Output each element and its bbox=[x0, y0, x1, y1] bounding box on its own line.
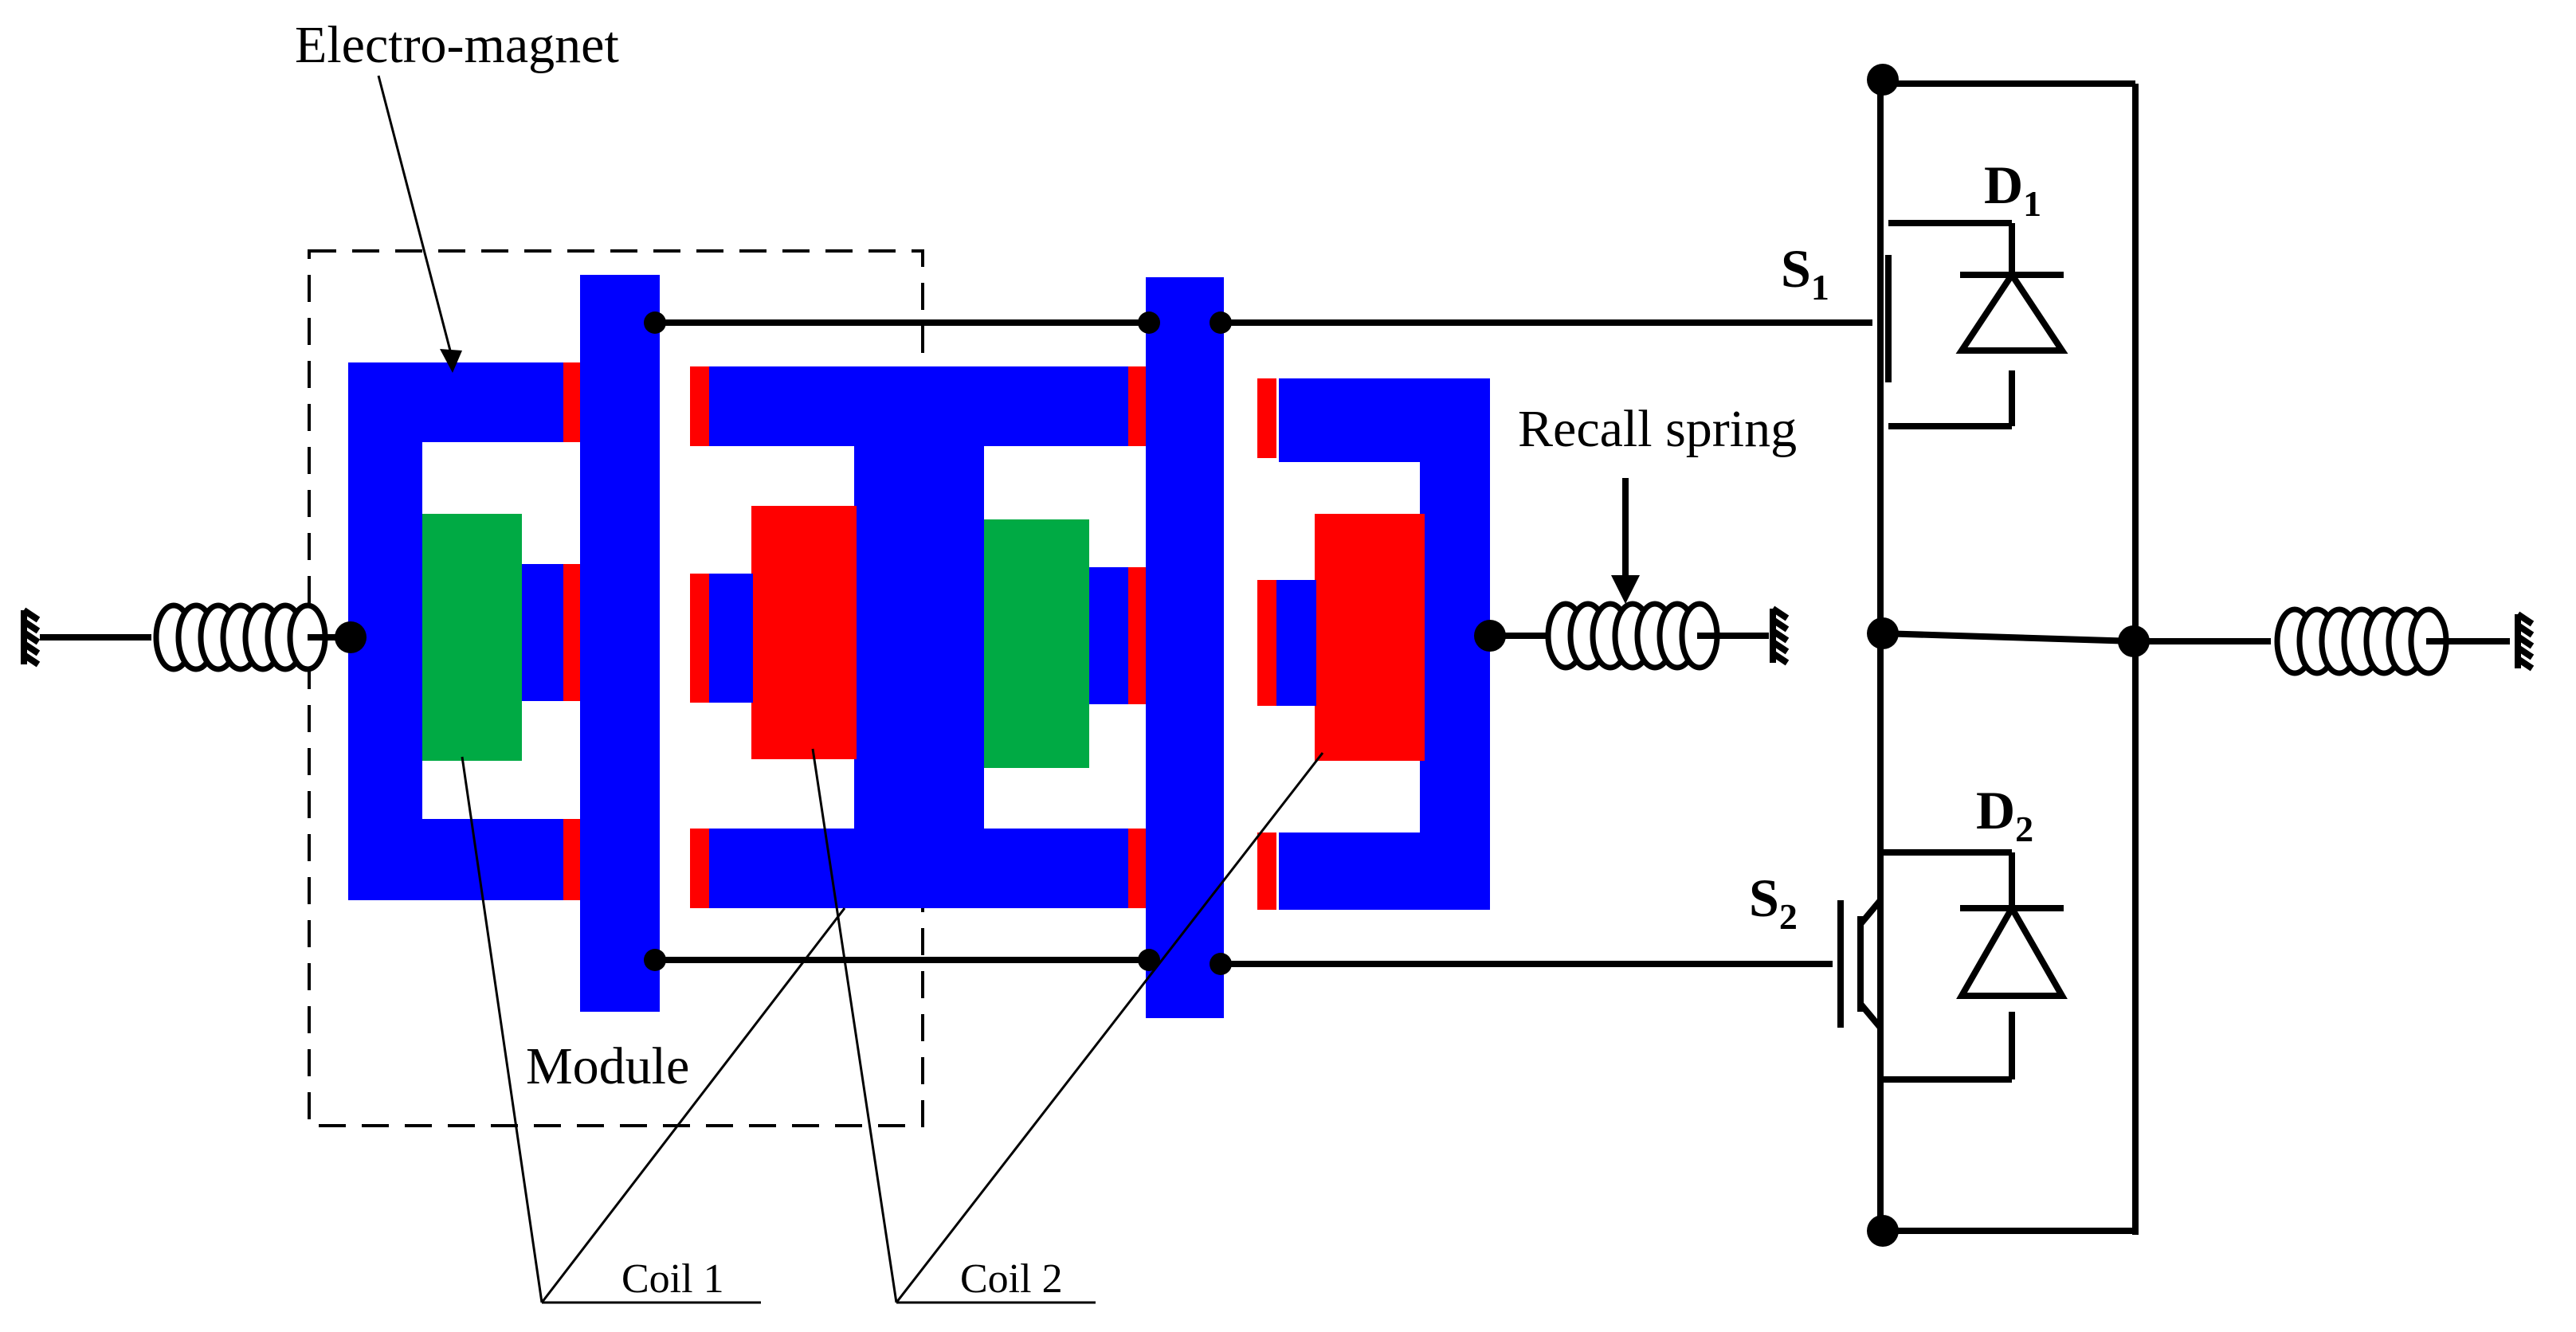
ground-icon bbox=[2518, 614, 2532, 668]
svg-text:S2: S2 bbox=[1749, 868, 1798, 937]
power-stage bbox=[1837, 64, 2532, 1247]
transistor-s2 bbox=[1837, 849, 2068, 1083]
coil-2-block-b bbox=[1315, 514, 1425, 761]
coil-1-block-b bbox=[984, 519, 1089, 768]
gap-top-4 bbox=[1257, 378, 1276, 458]
d1-sub: 1 bbox=[2023, 183, 2041, 224]
gap-mid-1 bbox=[563, 564, 582, 701]
label-d1: D1 bbox=[1984, 155, 2041, 224]
left-spring bbox=[24, 605, 367, 669]
gap-bot-3 bbox=[1128, 829, 1147, 908]
gap-bot-2 bbox=[690, 829, 709, 908]
gap-top-3 bbox=[1128, 366, 1147, 446]
junction-dot-icon bbox=[1867, 617, 1899, 649]
pole-center-1 bbox=[522, 564, 567, 701]
spring-icon bbox=[2277, 609, 2446, 673]
label-d2: D2 bbox=[1976, 780, 2033, 849]
d2-sub: 2 bbox=[2015, 809, 2033, 849]
label-electromagnet: Electro-magnet bbox=[295, 16, 619, 74]
s1-letter: S bbox=[1781, 238, 1811, 299]
coil-2-block-a bbox=[751, 506, 857, 759]
diode-icon bbox=[1956, 901, 2068, 999]
gap-bot-4 bbox=[1257, 832, 1276, 910]
ground-icon bbox=[1773, 609, 1787, 663]
label-s2: S2 bbox=[1749, 868, 1798, 937]
recall-spring bbox=[1474, 478, 1787, 668]
gap-top-1 bbox=[563, 362, 582, 442]
label-s1: S1 bbox=[1781, 238, 1829, 308]
label-coil2: Coil 2 bbox=[960, 1256, 1063, 1302]
d2-letter: D bbox=[1976, 780, 2015, 840]
armature-1 bbox=[580, 275, 660, 1012]
coil-1-block-a bbox=[422, 514, 522, 761]
junction-dot-icon bbox=[335, 621, 367, 653]
pole-center-3 bbox=[1089, 567, 1131, 704]
gap-mid-2 bbox=[690, 574, 709, 703]
junction-dot-icon bbox=[1867, 1215, 1899, 1247]
label-module: Module bbox=[526, 1037, 689, 1095]
gap-bot-1 bbox=[563, 819, 582, 900]
module-2 bbox=[924, 277, 1490, 1018]
module-1 bbox=[348, 275, 924, 1012]
junction-dot-icon bbox=[2118, 625, 2150, 657]
ground-icon bbox=[24, 610, 38, 664]
electromagnet-core-1 bbox=[348, 362, 567, 900]
gap-mid-4 bbox=[1257, 580, 1276, 706]
label-coil1: Coil 1 bbox=[621, 1256, 724, 1302]
junction-dot-icon bbox=[1867, 64, 1899, 96]
spring-icon bbox=[156, 605, 325, 669]
gap-top-2 bbox=[690, 366, 709, 446]
d1-letter: D bbox=[1984, 155, 2023, 215]
pole-center-4 bbox=[1275, 580, 1316, 706]
wiring bbox=[644, 311, 1872, 975]
svg-text:S1: S1 bbox=[1781, 238, 1829, 308]
leader-lines bbox=[377, 75, 1324, 1304]
gap-mid-3 bbox=[1128, 567, 1147, 704]
diode-icon bbox=[1955, 268, 2068, 354]
electromagnet-core-2 bbox=[708, 366, 924, 908]
s2-letter: S bbox=[1749, 868, 1779, 928]
electromagnet-core-3 bbox=[924, 366, 1131, 908]
s2-sub: 2 bbox=[1779, 896, 1798, 937]
pole-center-2 bbox=[709, 574, 753, 703]
svg-text:D1: D1 bbox=[1984, 155, 2041, 224]
armature-2 bbox=[1146, 277, 1224, 1018]
electromagnet-core-4 bbox=[1279, 378, 1490, 910]
label-recall-spring: Recall spring bbox=[1518, 400, 1797, 458]
spring-icon bbox=[1548, 604, 1717, 668]
svg-text:D2: D2 bbox=[1976, 780, 2033, 849]
s1-sub: 1 bbox=[1811, 267, 1829, 308]
transistor-s1 bbox=[1885, 220, 2068, 429]
